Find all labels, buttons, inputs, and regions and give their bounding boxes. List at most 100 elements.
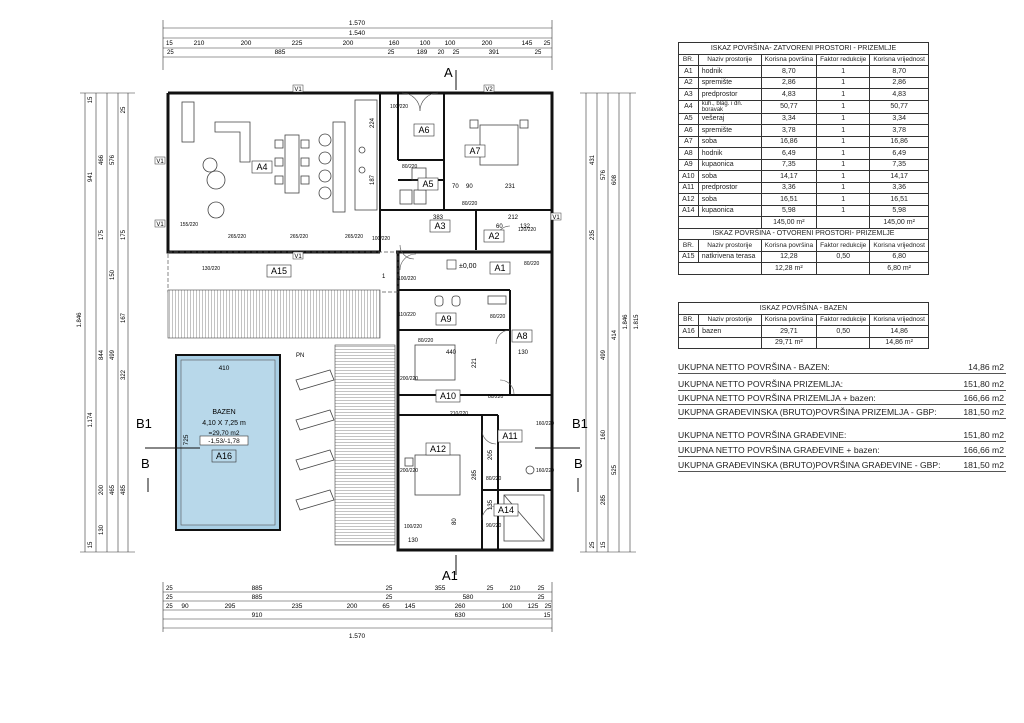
top-dim-text: 100: [420, 40, 431, 47]
table-cell: 14,17: [760, 170, 818, 183]
table-row: A9 kupaonica 7,35 1 7,35: [678, 158, 929, 171]
bottom-dim-text: 15: [544, 613, 551, 619]
section-mark-b1-right: B1: [572, 416, 588, 431]
table-cell: 1: [816, 112, 871, 125]
right-dim-text: 576: [601, 169, 607, 180]
summary-row: UKUPNA NETTO POVRŠINA PRIZEMLJA + bazen:…: [678, 393, 1006, 405]
summary-value: 166,66 m2: [963, 393, 1004, 403]
table-cell: 6,49: [869, 147, 929, 160]
column-header: BR.: [677, 313, 700, 326]
table-cell: 8,70: [760, 65, 818, 78]
room-label: A9: [440, 314, 451, 324]
bottom-dim-text: 25: [538, 586, 545, 592]
right-dim-text: 235: [590, 229, 596, 240]
table-row: A4 kuh., blag. i dn. boravak 50,77 1 50,…: [678, 99, 929, 114]
opening-size: 100/220: [404, 524, 422, 530]
top-dim-text: 15: [166, 41, 173, 47]
room-labels: A4 A6 A7 A5 A2 A3 A1 A15 A9 A8 A10 A11 A…: [211, 123, 533, 517]
opening-size: 210/220: [450, 411, 468, 417]
opening-size: 155/220: [180, 222, 198, 228]
table-cell: bazen: [698, 325, 762, 338]
column-header: Korisna površina: [760, 313, 818, 326]
pool-title: BAZEN: [212, 409, 235, 416]
section-mark-b-right: B: [574, 456, 583, 471]
table-cell: soba: [697, 135, 762, 148]
pool-area: =29,70 m2: [209, 430, 240, 437]
bottom-dim-text: 25: [386, 595, 393, 601]
window-label: V1: [156, 222, 164, 228]
bottom-dim-text: 145: [405, 603, 416, 610]
opening-size: 80/220: [418, 338, 434, 344]
right-dim-text: 285: [601, 494, 607, 505]
table-cell: 14,86: [869, 325, 929, 338]
table-header-row: BR. Naziv prostorije Korisna površina Fa…: [678, 53, 929, 66]
total-area: 29,71 m²: [760, 336, 818, 349]
opening-size: 110/220: [398, 312, 416, 318]
table-cell: 1: [816, 181, 871, 194]
left-dim-text: 167: [121, 312, 127, 323]
table-cell: 1: [816, 135, 871, 148]
floor-plan: 1.570 1.540 15 210 200 225 200 160 100 1…: [77, 20, 640, 640]
living-room-furniture: [181, 99, 378, 219]
bottom-dim-text: 25: [538, 595, 545, 601]
summary-row: UKUPNA NETTO POVRŠINA PRIZEMLJA: 151,80 …: [678, 379, 1006, 391]
room-label: A16: [216, 451, 232, 461]
column-header: Faktor redukcije: [816, 313, 871, 326]
level-marker-icon: [446, 259, 457, 270]
table-cell: 3,34: [869, 112, 929, 125]
table-total-row: 145,00 m² 145,00 m²: [678, 216, 929, 229]
total-value: 14,86 m²: [869, 336, 929, 349]
pool-pin-label: PN: [296, 353, 304, 359]
pool-length-dim: 725: [183, 434, 190, 445]
bottom-dim-text: 630: [455, 612, 466, 619]
table-cell: 1: [816, 204, 871, 217]
table-cell: 5,98: [869, 204, 929, 217]
table-caption: ISKAZ POVRŠINA - BAZEN: [678, 302, 929, 315]
table-row: A14 kupaonica 5,98 1 5,98: [678, 204, 929, 217]
summary-row: UKUPNA NETTO POVRŠINA GRAĐEVINE + bazen:…: [678, 445, 1006, 457]
table-cell: A4: [678, 99, 699, 114]
table-cell: hodnik: [697, 65, 762, 78]
table-cell: 6,49: [760, 147, 818, 160]
table-cell: A7: [678, 135, 699, 148]
opening-size: 120/220: [518, 227, 536, 233]
top-dimension-lines: [162, 20, 553, 70]
table-cell: 3,78: [760, 124, 818, 137]
summary-label: UKUPNA GRAĐEVINSKA (BRUTO)POVRŠINA GRAĐE…: [678, 460, 941, 470]
column-header: Korisna vrijednost: [869, 239, 929, 252]
inner-dim: 70: [452, 184, 459, 190]
table-cell: 3,78: [869, 124, 929, 137]
right-dim-text: 1.815: [634, 314, 640, 330]
top-dim-text: 20: [438, 50, 445, 56]
inner-dim: 60: [496, 224, 503, 230]
bottom-dim-text: 25: [166, 604, 173, 610]
top-dim-text: 25: [544, 41, 551, 47]
table-cell: A8: [678, 147, 699, 160]
top-dim-text: 189: [417, 49, 428, 56]
inner-dim: 383: [433, 215, 444, 221]
left-dim-text: 465: [110, 484, 116, 495]
opening-size: 265/220: [228, 234, 246, 240]
left-dim-text: 1.174: [88, 412, 94, 428]
table-cell: 1: [816, 158, 871, 171]
left-dim-text: 15: [88, 541, 94, 548]
total-area: 145,00 m²: [760, 216, 818, 229]
table-row: A3 predprostor 4,83 1 4,83: [678, 88, 929, 101]
opening-size: 100/220: [372, 236, 390, 242]
table-cell: 3,34: [760, 112, 818, 125]
bottom-dim-text: 125: [528, 603, 539, 610]
table-cell: natkrivena terasa: [697, 250, 762, 263]
top-dim-text: 100: [445, 40, 456, 47]
table-cell: 1: [816, 76, 871, 89]
inner-dim: 187: [370, 174, 376, 185]
opening-size: 200/220: [400, 468, 418, 474]
summary-label: UKUPNA NETTO POVRŠINA GRAĐEVINE:: [678, 430, 847, 440]
left-dim-text: 485: [121, 484, 127, 495]
table-cell: soba: [697, 170, 762, 183]
room-label: A5: [422, 179, 433, 189]
section-mark-b-left: B: [141, 456, 150, 471]
table-cell: 8,70: [869, 65, 929, 78]
step-level: 1: [382, 274, 386, 280]
table-cell: 50,77: [869, 99, 929, 114]
table-row: A5 vešeraj 3,34 1 3,34: [678, 112, 929, 125]
